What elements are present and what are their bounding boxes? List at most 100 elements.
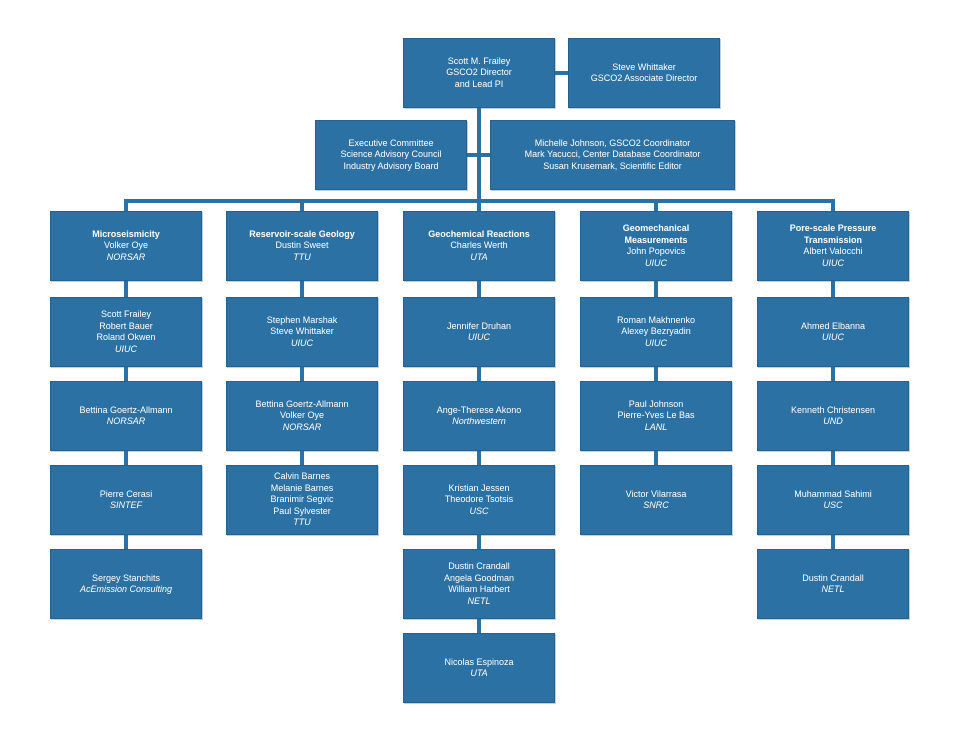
connector-pore-scale-pressure-transmission-0	[831, 281, 835, 297]
group-title: Geomechanical	[622, 223, 690, 233]
connector-reservoir-scale-geology-1	[300, 367, 304, 381]
member-name: Stephen Marshak	[266, 314, 338, 325]
associate-director-line: Steve Whittaker	[612, 61, 676, 72]
member-org: SINTEF	[109, 500, 142, 510]
member-name: Bettina Goertz-Allmann	[79, 404, 173, 415]
member-name: Pierre-Yves Le Bas	[617, 410, 695, 421]
connector-geochemical-reactions-2	[477, 451, 481, 465]
connector-geochemical-reactions-4	[477, 619, 481, 633]
connector-director-associate	[555, 71, 568, 75]
connector-bar-to-reservoir-scale-geology	[300, 203, 304, 211]
member-name: Muhammad Sahimi	[794, 488, 872, 499]
member-org: UTA	[470, 668, 488, 678]
connector-bar-to-geochemical-reactions	[477, 203, 481, 211]
advisory-line: Science Advisory Council	[340, 149, 442, 160]
advisory-line: Executive Committee	[348, 137, 434, 148]
member-name: Kristian Jessen	[448, 482, 510, 493]
connector-coordination	[481, 153, 490, 157]
member-name: Kenneth Christensen	[790, 404, 876, 415]
advisory-line: Industry Advisory Board	[343, 160, 439, 171]
member-name: Sergey Stanchits	[91, 572, 161, 583]
associate-director-line: GSCO2 Associate Director	[590, 73, 698, 83]
group-lead: Albert Valocchi	[803, 246, 863, 256]
connector-geomechanical-measurements-2	[654, 451, 658, 465]
connector-bar-to-pore-scale-pressure-transmission	[831, 203, 835, 211]
member-name: Pierre Cerasi	[99, 488, 153, 499]
member-org: UIUC	[822, 332, 844, 342]
member-name: Roland Okwen	[96, 332, 156, 342]
member-org: AcEmission Consulting	[79, 584, 173, 594]
member-org: NORSAR	[106, 416, 146, 426]
member-name: William Harbert	[448, 584, 510, 594]
member-name: Ahmed Elbanna	[800, 320, 866, 331]
member-name: Dustin Crandall	[802, 572, 864, 583]
member-org: NORSAR	[282, 421, 322, 432]
connector-bar-to-geomechanical-measurements	[654, 203, 658, 211]
member-org: UIUC	[645, 337, 667, 348]
group-title: Pore-scale Pressure	[789, 223, 877, 233]
connector-geomechanical-measurements-1	[654, 367, 658, 381]
connector-microseismicity-1	[124, 367, 128, 381]
connector-bar-to-microseismicity	[124, 203, 128, 211]
group-title: Transmission	[803, 234, 863, 245]
group-title: Microseismicity	[92, 228, 160, 239]
member-name: Volker Oye	[279, 410, 325, 421]
group-title: Measurements	[624, 234, 688, 245]
coordination-line: Michelle Johnson, GSCO2 Coordinator	[534, 137, 691, 148]
group-lead: Dustin Sweet	[275, 240, 329, 251]
member-org: UIUC	[291, 337, 313, 348]
connector-microseismicity-3	[124, 535, 128, 549]
connector-geochemical-reactions-1	[477, 367, 481, 381]
group-lead: Charles Werth	[450, 240, 508, 251]
director-line: GSCO2 Director	[446, 67, 512, 78]
member-name: Melanie Barnes	[270, 482, 334, 493]
connector-microseismicity-2	[124, 451, 128, 465]
member-name: Bettina Goertz-Allmann	[255, 398, 349, 409]
member-name: Roman Makhnenko	[616, 314, 696, 325]
director-line: Scott M. Frailey	[447, 55, 511, 66]
member-name: Jennifer Druhan	[446, 320, 512, 331]
member-org: UIUC	[115, 343, 137, 354]
member-name: Alexey Bezryadin	[621, 326, 691, 337]
member-name: Angela Goodman	[443, 572, 515, 583]
member-org: UND	[823, 416, 843, 426]
connector-advisory	[467, 153, 477, 157]
connector-microseismicity-0	[124, 281, 128, 297]
member-org: NETL	[821, 584, 845, 594]
member-org: TTU	[293, 517, 311, 528]
member-name: Victor Vilarrasa	[625, 488, 687, 499]
group-org: TTU	[293, 251, 311, 262]
member-name: Nicolas Espinoza	[444, 656, 514, 667]
member-name: Calvin Barnes	[273, 471, 331, 482]
connector-trunk	[477, 108, 481, 203]
group-title: Reservoir-scale Geology	[249, 228, 355, 239]
connector-pore-scale-pressure-transmission-2	[831, 451, 835, 465]
connector-reservoir-scale-geology-2	[300, 451, 304, 465]
group-org: UIUC	[645, 257, 667, 268]
connector-geomechanical-measurements-0	[654, 281, 658, 297]
member-org: SNRC	[643, 500, 669, 510]
connector-geochemical-reactions-0	[477, 281, 481, 297]
member-name: Branimir Segvic	[270, 494, 334, 505]
member-name: Robert Bauer	[99, 320, 153, 331]
coordination-line: Mark Yacucci, Center Database Coordinato…	[524, 149, 701, 160]
member-name: Theodore Tsotsis	[444, 494, 514, 505]
